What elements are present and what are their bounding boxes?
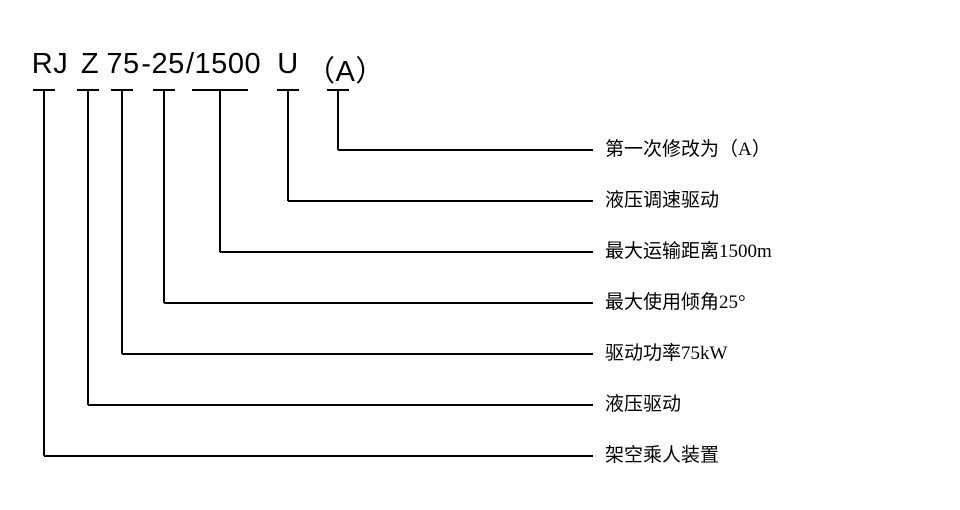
code-segment-1: Z [80, 48, 100, 80]
callout-label-device-type: 架空乘人装置 [605, 445, 720, 466]
code-segment-3: -25 [141, 48, 185, 80]
callout-label-drive-power: 驱动功率75kW [605, 343, 728, 364]
callout-label-max-angle: 最大使用倾角25° [605, 292, 746, 313]
code-segment-2: 75 [106, 48, 140, 80]
callout-label-drive-type: 液压调速驱动 [605, 190, 720, 211]
code-segment-4: /1500 [186, 48, 262, 80]
code-segment-5: U [277, 48, 299, 80]
callout-label-max-distance: 最大运输距离1500m [605, 241, 772, 262]
code-segment-0: RJ [31, 48, 69, 80]
callout-label-revision: 第一次修改为（A） [605, 139, 771, 160]
callout-label-hydraulic: 液压驱动 [605, 394, 682, 415]
